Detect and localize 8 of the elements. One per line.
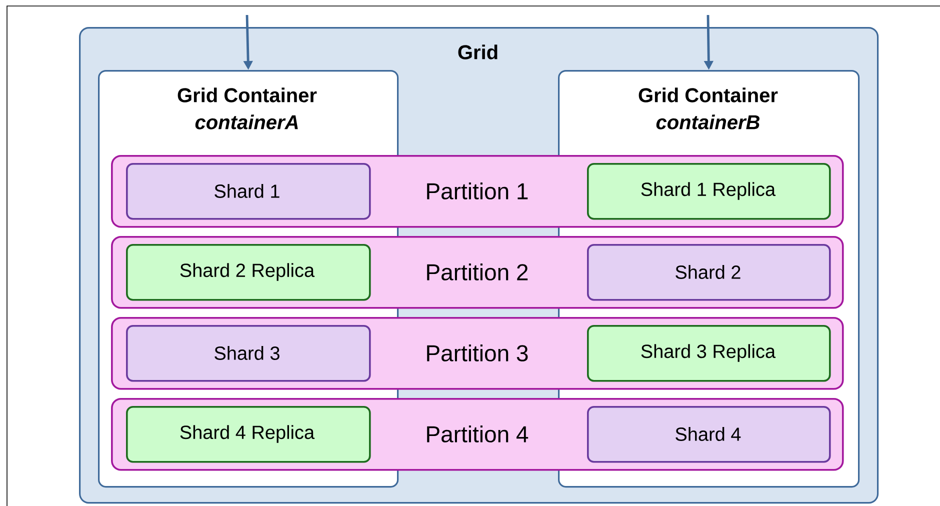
shard-box: Shard 1 xyxy=(126,162,371,220)
replica-box: Shard 4 Replica xyxy=(126,406,371,463)
shard-box: Shard 4 xyxy=(587,406,831,463)
replica-box: Shard 2 Replica xyxy=(126,244,371,301)
shard-box: Shard 2 xyxy=(587,244,831,301)
replica-box: Shard 1 Replica xyxy=(587,162,831,220)
replica-box: Shard 3 Replica xyxy=(587,324,831,382)
shard-box: Shard 3 xyxy=(126,324,371,382)
